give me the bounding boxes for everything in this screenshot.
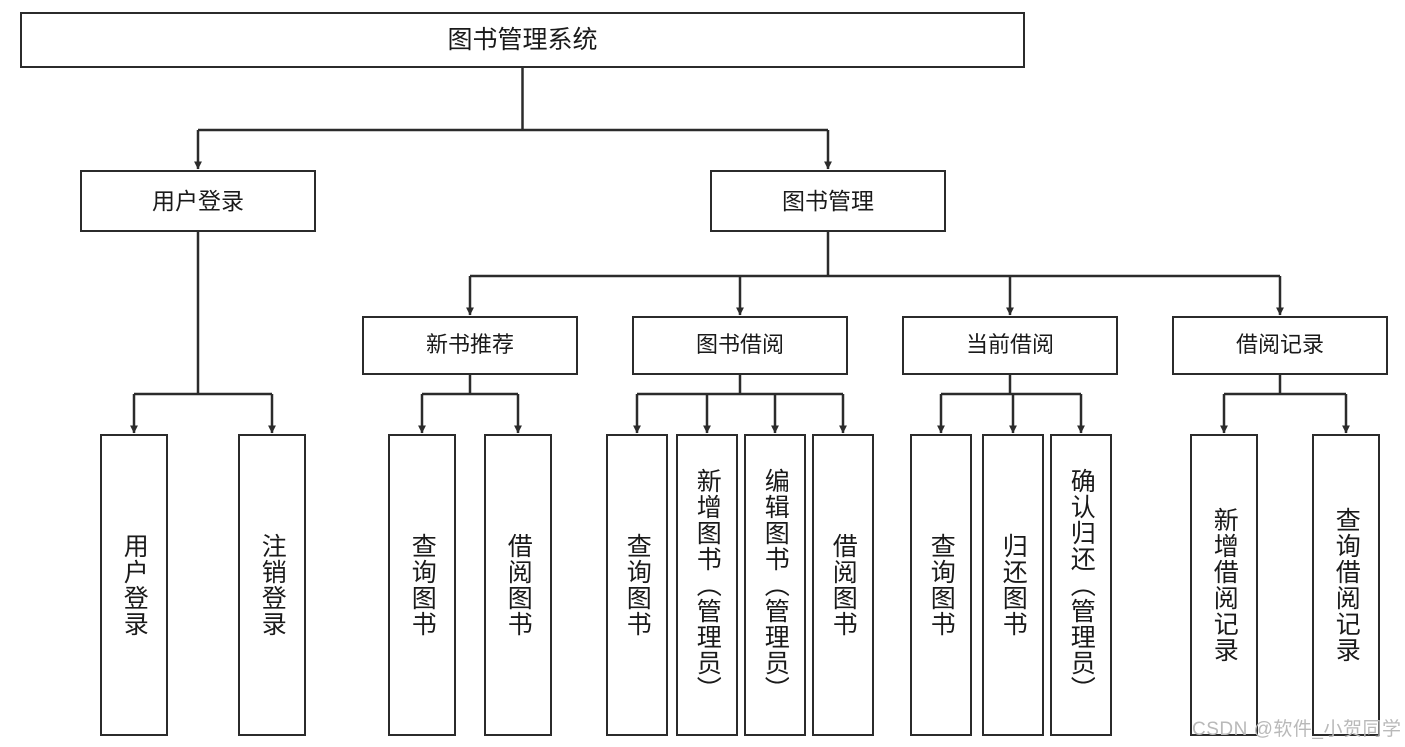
- node-label: 当前借阅: [965, 332, 1054, 358]
- node-label: 注销登录: [258, 533, 287, 637]
- node-leaf-borrow-book-1[interactable]: 借阅图书: [484, 434, 552, 736]
- node-label: 新增图书（管理员）: [693, 468, 722, 702]
- node-book-borrow[interactable]: 图书借阅: [632, 316, 848, 375]
- node-leaf-edit-book[interactable]: 编辑图书（管理员）: [744, 434, 806, 736]
- node-leaf-query-book-3[interactable]: 查询图书: [910, 434, 972, 736]
- node-label: 查询借阅记录: [1332, 507, 1361, 663]
- node-label: 新增借阅记录: [1210, 507, 1239, 663]
- node-current-borrow[interactable]: 当前借阅: [902, 316, 1118, 375]
- node-label: 新书推荐: [425, 332, 514, 358]
- node-label: 图书管理系统: [447, 25, 598, 54]
- node-leaf-query-book-2[interactable]: 查询图书: [606, 434, 668, 736]
- node-label: 用户登录: [120, 533, 149, 637]
- node-label: 用户登录: [152, 187, 244, 214]
- node-leaf-logout[interactable]: 注销登录: [238, 434, 306, 736]
- node-label: 图书管理: [782, 187, 874, 214]
- node-leaf-user-login[interactable]: 用户登录: [100, 434, 168, 736]
- node-label: 查询图书: [623, 533, 652, 637]
- node-leaf-add-book[interactable]: 新增图书（管理员）: [676, 434, 738, 736]
- node-leaf-confirm-return[interactable]: 确认归还（管理员）: [1050, 434, 1112, 736]
- node-label: 图书借阅: [695, 332, 784, 358]
- node-label: 编辑图书（管理员）: [761, 468, 790, 702]
- node-label: 查询图书: [408, 533, 437, 637]
- node-book-manage[interactable]: 图书管理: [710, 170, 946, 232]
- node-label: 归还图书: [999, 533, 1028, 637]
- node-leaf-add-record[interactable]: 新增借阅记录: [1190, 434, 1258, 736]
- node-label: 借阅图书: [504, 533, 533, 637]
- node-label: 确认归还（管理员）: [1067, 468, 1096, 702]
- node-label: 借阅图书: [829, 533, 858, 637]
- node-user-login[interactable]: 用户登录: [80, 170, 316, 232]
- node-label: 借阅记录: [1235, 332, 1324, 358]
- node-root[interactable]: 图书管理系统: [20, 12, 1025, 68]
- edge-paths: [130, 68, 1350, 434]
- node-borrow-record[interactable]: 借阅记录: [1172, 316, 1388, 375]
- node-new-book-rec[interactable]: 新书推荐: [362, 316, 578, 375]
- node-leaf-return-book[interactable]: 归还图书: [982, 434, 1044, 736]
- node-label: 查询图书: [927, 533, 956, 637]
- node-leaf-query-book-1[interactable]: 查询图书: [388, 434, 456, 736]
- node-leaf-borrow-book-2[interactable]: 借阅图书: [812, 434, 874, 736]
- node-leaf-query-record[interactable]: 查询借阅记录: [1312, 434, 1380, 736]
